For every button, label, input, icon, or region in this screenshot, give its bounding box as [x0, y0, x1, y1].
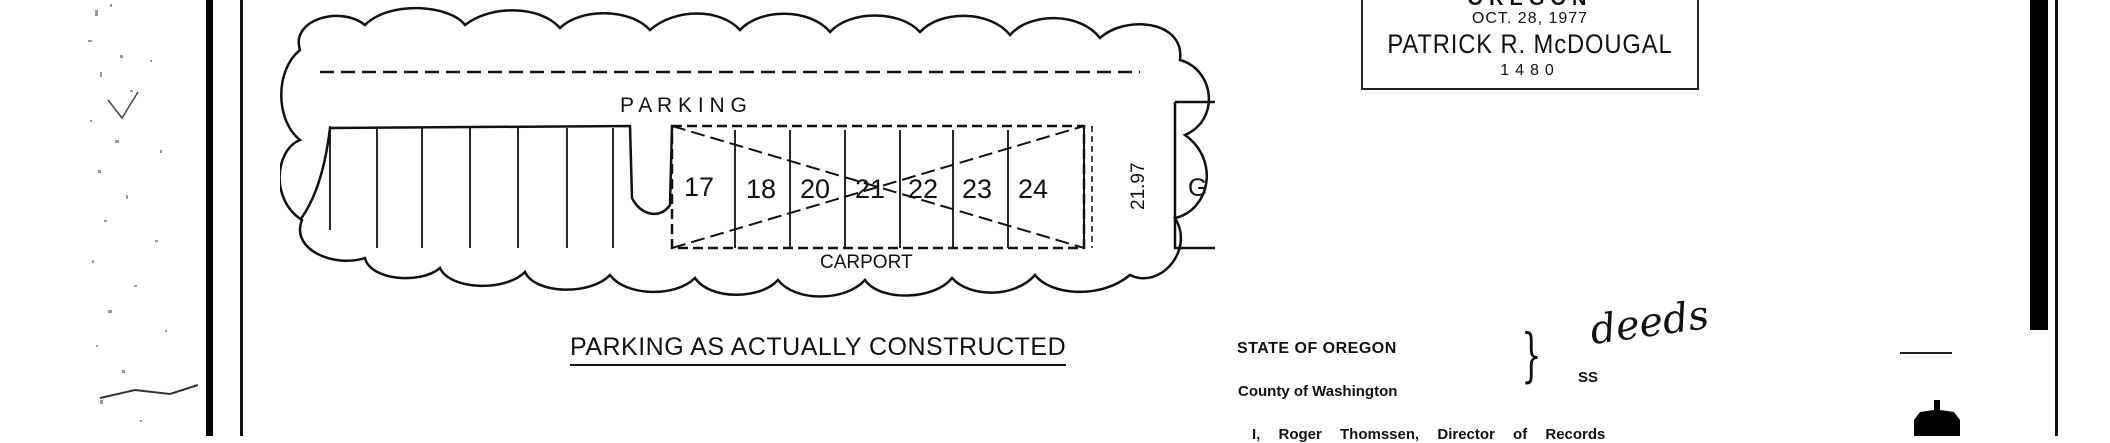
margin-mark	[1914, 400, 1960, 436]
brace: }	[1521, 321, 1542, 389]
stall-number: 22	[908, 174, 938, 204]
frame-line-right	[2055, 0, 2058, 436]
margin-bar	[2030, 0, 2048, 330]
scan-noise	[88, 4, 199, 422]
diagram-caption: PARKING AS ACTUALLY CONSTRUCTED	[570, 333, 1067, 366]
seal-date: OCT. 28, 1977	[1471, 10, 1589, 27]
state-label: STATE OF OREGON	[1237, 340, 1397, 357]
handwritten-annotation: deeds	[1587, 291, 1712, 355]
stall-number: 17	[684, 172, 714, 202]
county-label: County of Washington	[1238, 383, 1398, 400]
certification-text: I, Roger Thomssen, Director of Records	[1252, 426, 1606, 443]
dimension-label: 21.97	[1128, 162, 1149, 210]
stall-number: 24	[1018, 174, 1048, 204]
ss-label: SS	[1578, 369, 1599, 386]
stall-number: 23	[962, 174, 992, 204]
seal-surveyor-name: PATRICK R. McDOUGAL	[1387, 29, 1673, 59]
seal-license-number: 1480	[1500, 62, 1560, 79]
seal-state: OREGON	[1363, 0, 1697, 11]
g-label: G	[1188, 174, 1207, 202]
surveyor-seal: OREGON OCT. 28, 1977 PATRICK R. McDOUGAL…	[1361, 0, 1699, 90]
stall-number: 20	[800, 174, 830, 204]
margin-dash	[1900, 352, 1952, 354]
parking-label: P A R K I N G	[620, 94, 747, 117]
frame-line-left	[206, 0, 213, 436]
stall-number: 18	[746, 174, 776, 204]
carport-label: CARPORT	[820, 252, 913, 273]
stall-number: 21	[855, 174, 885, 204]
cloud-outline	[280, 6, 1210, 298]
frame-line-inner	[240, 0, 243, 436]
parking-diagram: P A R K I N G CARPORT 17 18 20 21 22 23 …	[280, 6, 1215, 298]
